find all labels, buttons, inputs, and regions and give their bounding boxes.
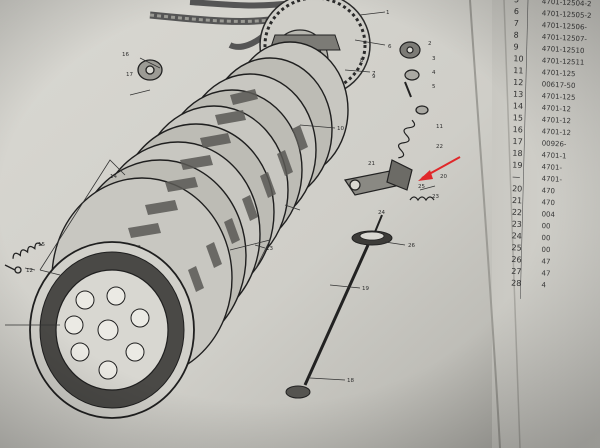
- parts-catalog-photo: 1 2 3 4 5 6 7 8 9 10 11 12 13 14 15 16 1…: [0, 0, 600, 448]
- photo-vignette: [0, 0, 600, 448]
- photo-stage: 1 2 3 4 5 6 7 8 9 10 11 12 13 14 15 16 1…: [0, 0, 600, 448]
